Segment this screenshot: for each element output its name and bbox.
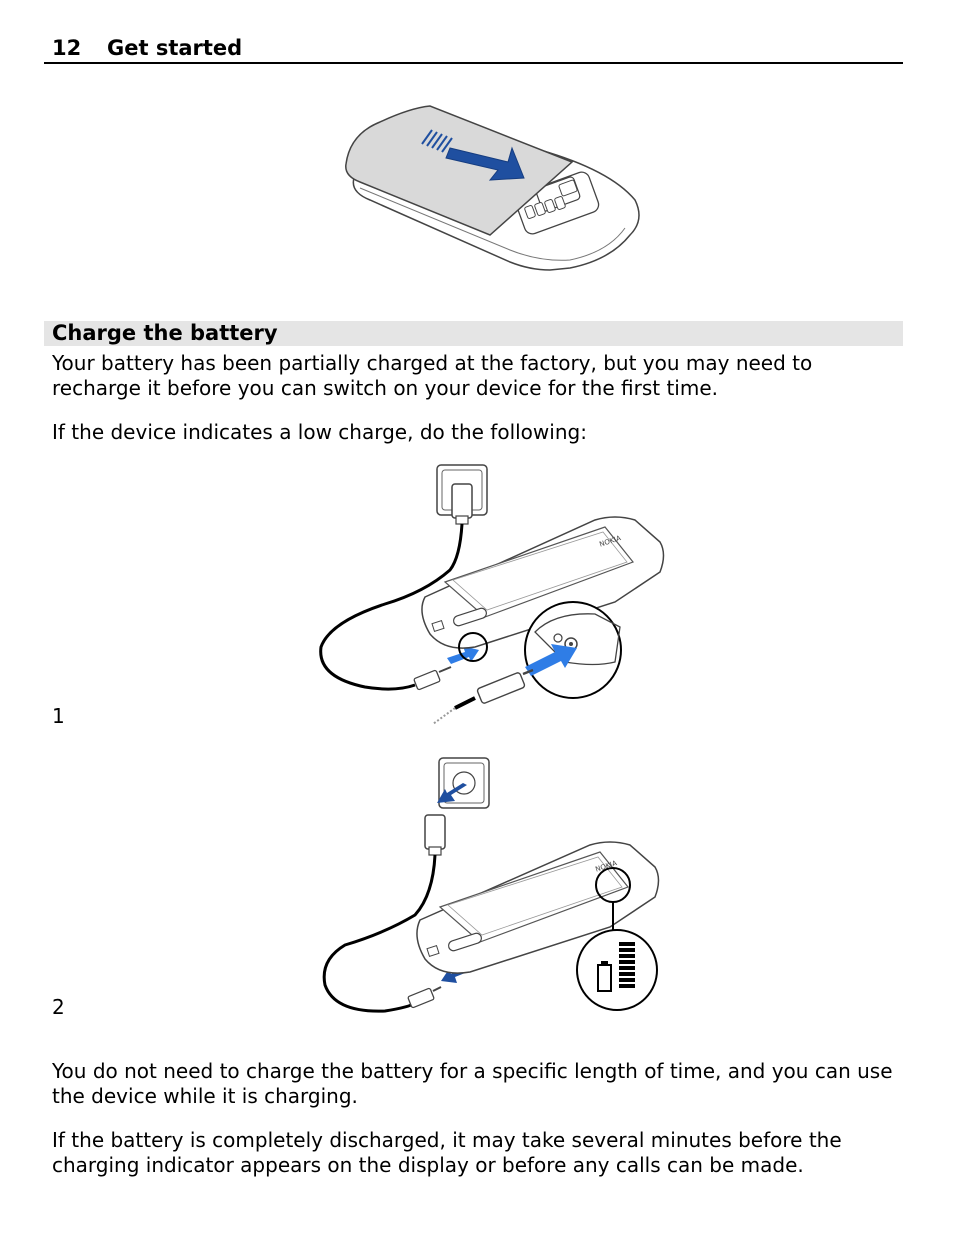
section-title: Charge the battery <box>52 321 278 345</box>
step-number-2: 2 <box>52 995 65 1019</box>
paragraph-discharged: If the battery is completely discharged,… <box>52 1128 842 1177</box>
paragraph-intro: Your battery has been partially charged … <box>52 351 813 400</box>
paragraph-no-specific-time: You do not need to charge the battery fo… <box>52 1059 893 1108</box>
section-heading-bar: Charge the battery <box>44 321 903 346</box>
page-header: 12 Get started <box>44 34 903 64</box>
page-number: 12 <box>52 36 82 60</box>
battery-cover-illustration <box>345 105 640 271</box>
charger-connect-illustration: NOKIA <box>319 464 665 725</box>
step-number-1: 1 <box>52 704 65 728</box>
charger-disconnect-illustration: NOKIA <box>322 757 660 1013</box>
paragraph-low-charge: If the device indicates a low charge, do… <box>52 420 587 444</box>
chapter-title: Get started <box>107 36 243 60</box>
